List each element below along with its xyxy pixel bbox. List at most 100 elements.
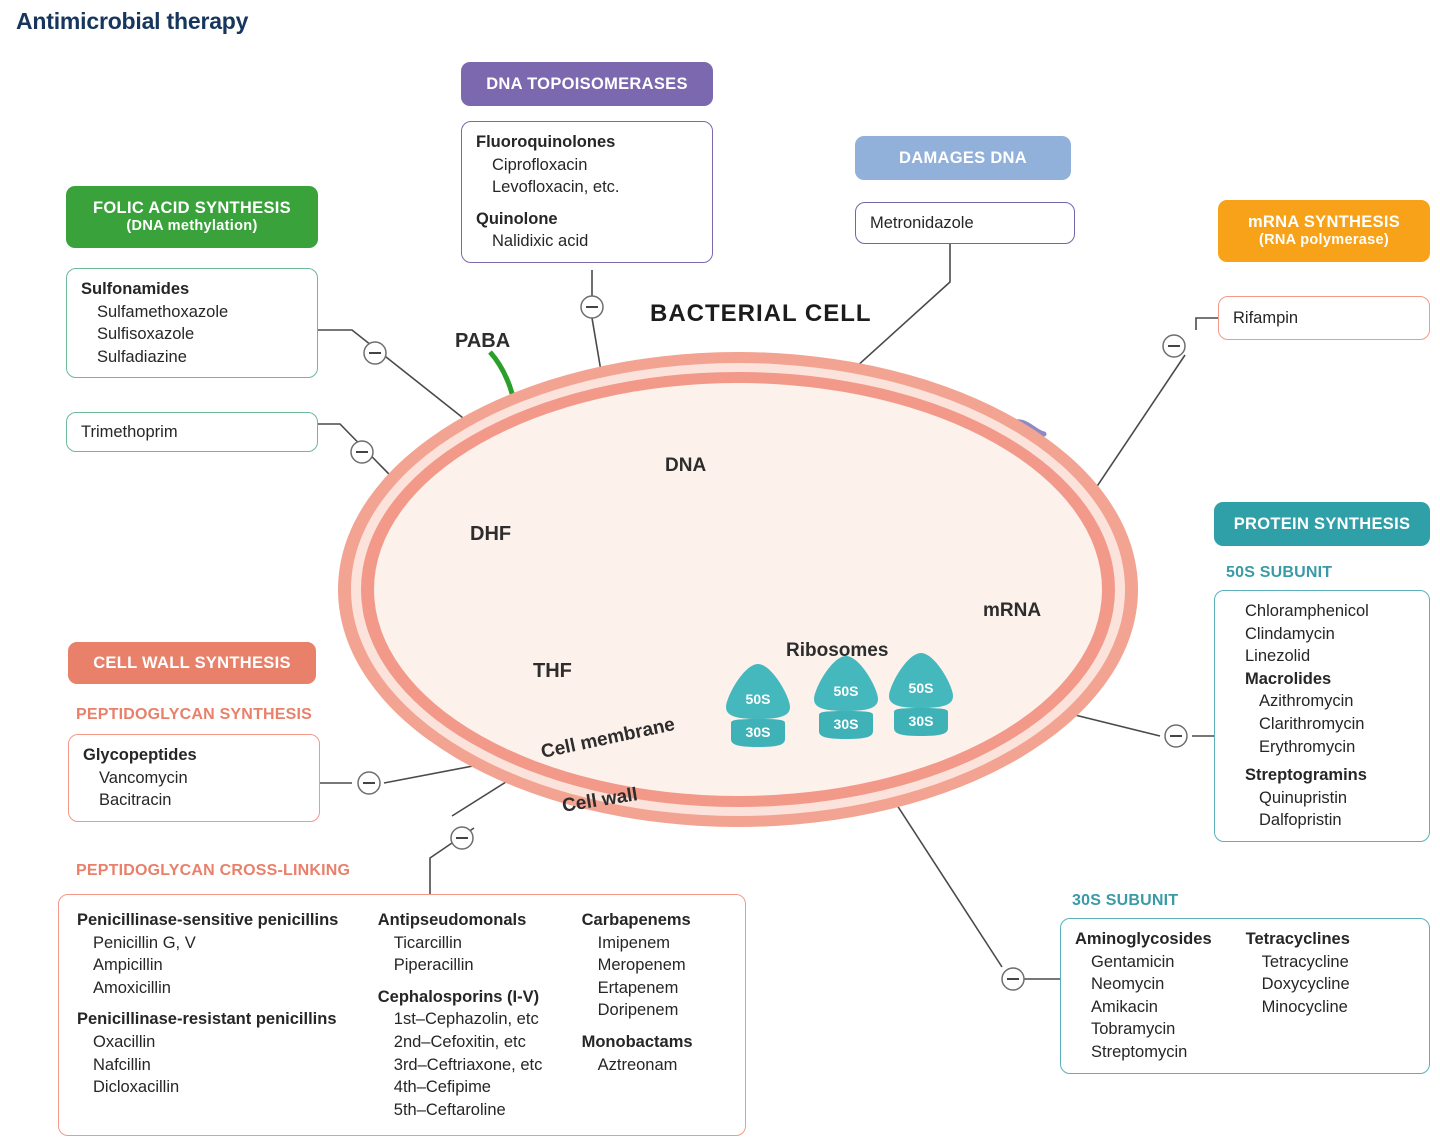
drug-item: Oxacillin <box>93 1032 156 1051</box>
penicillinase-resistant-group: Penicillinase-resistant penicillins <box>77 1010 337 1029</box>
ribosome-3: 50S 30S <box>885 650 957 738</box>
drug-item: Vancomycin <box>99 768 188 787</box>
carbapenems-group: Carbapenems <box>581 911 691 929</box>
metronidazole-box[interactable]: Metronidazole <box>855 202 1075 244</box>
penicillins-column-1: Penicillinase-sensitive penicillins Peni… <box>77 909 368 1121</box>
fluoroquinolones-group: Fluoroquinolones <box>476 133 616 151</box>
drug-item: Azithromycin <box>1259 692 1354 711</box>
drug-item: Linezolid <box>1245 647 1311 666</box>
monobactams-group: Monobactams <box>581 1032 693 1051</box>
glycopeptides-box[interactable]: Glycopeptides Vancomycin Bacitracin <box>68 734 320 822</box>
mrna-synthesis-header: mRNA SYNTHESIS (RNA polymerase) <box>1218 200 1430 262</box>
drug-item: Ampicillin <box>93 956 163 975</box>
drug-item: Gentamicin <box>1091 952 1175 971</box>
drug-item: Minocycline <box>1261 997 1348 1016</box>
folic-acid-header-line1: FOLIC ACID SYNTHESIS <box>93 199 291 218</box>
ribosome-small-subunit-label: 30S <box>745 724 771 740</box>
peptidoglycan-crosslinking-label: PEPTIDOGLYCAN CROSS-LINKING <box>76 862 351 879</box>
bacterial-cell <box>338 352 1138 827</box>
drug-item: Streptomycin <box>1091 1042 1188 1061</box>
drug-item: Penicillin G, V <box>93 933 196 952</box>
aminoglycosides-group: Aminoglycosides <box>1075 930 1212 948</box>
ribosome-2: 50S 30S <box>810 653 882 741</box>
drug-item: 1st–Cephazolin, etc <box>393 1010 539 1029</box>
drug-item: Tobramycin <box>1091 1020 1176 1039</box>
drug-item: Doripenem <box>597 1001 679 1020</box>
drug-item: Clarithromycin <box>1259 714 1365 733</box>
paba-label: PABA <box>455 330 511 352</box>
drug-item: Sulfisoxazole <box>97 325 195 344</box>
ribosome-large-subunit-label: 50S <box>745 691 771 707</box>
ribosome-large-subunit-label: 50S <box>908 680 934 696</box>
trimethoprim-box[interactable]: Trimethoprim <box>66 412 318 452</box>
drug-item: Metronidazole <box>870 213 974 232</box>
drug-item: Tetracycline <box>1261 952 1349 971</box>
dna-topoisomerases-header-label: DNA TOPOISOMERASES <box>486 74 688 93</box>
protein-synthesis-header-label: PROTEIN SYNTHESIS <box>1233 514 1411 533</box>
drug-item: Quinupristin <box>1259 788 1348 807</box>
sulfonamides-group: Sulfonamides <box>81 280 190 298</box>
folic-acid-header: FOLIC ACID SYNTHESIS (DNA methylation) <box>66 186 318 248</box>
quinolone-group: Quinolone <box>476 209 558 228</box>
dna-label: DNA <box>665 455 707 476</box>
drug-item: Rifampin <box>1233 308 1299 327</box>
penicillins-box[interactable]: Penicillinase-sensitive penicillins Peni… <box>58 894 746 1137</box>
sulfonamides-box[interactable]: Sulfonamides Sulfamethoxazole Sulfisoxaz… <box>66 268 318 379</box>
drug-item: Amikacin <box>1091 997 1158 1016</box>
penicillins-column-3: Carbapenems Imipenem Meropenem Ertapenem… <box>582 909 727 1121</box>
subunit-50s-label: 50S SUBUNIT <box>1226 564 1333 581</box>
penicillinase-sensitive-group: Penicillinase-sensitive penicillins <box>77 911 339 929</box>
rifampin-box[interactable]: Rifampin <box>1218 296 1430 340</box>
drug-item: Ciprofloxacin <box>492 155 588 174</box>
glycopeptides-group: Glycopeptides <box>83 746 197 764</box>
drug-item: Levofloxacin, etc. <box>492 178 620 197</box>
drug-item: Nafcillin <box>93 1055 151 1074</box>
drug-item: Amoxicillin <box>93 978 171 997</box>
drug-item: Doxycycline <box>1261 975 1350 994</box>
ribosome-small-subunit-label: 30S <box>908 713 934 729</box>
drug-item: 2nd–Cefoxitin, etc <box>393 1032 526 1051</box>
drug-item: Ticarcillin <box>393 933 462 952</box>
drug-item: Sulfadiazine <box>97 347 187 366</box>
topoisomerase-drugs-box[interactable]: Fluoroquinolones Ciprofloxacin Levofloxa… <box>461 121 713 263</box>
folic-acid-header-line2: (DNA methylation) <box>126 218 258 235</box>
drug-item: Clindamycin <box>1245 624 1335 643</box>
protein-synthesis-header: PROTEIN SYNTHESIS <box>1214 502 1430 546</box>
damages-dna-header: DAMAGES DNA <box>855 136 1071 180</box>
page-title: Antimicrobial therapy <box>16 8 249 34</box>
mrna-synthesis-header-line1: mRNA SYNTHESIS <box>1247 213 1401 232</box>
drug-item: Bacitracin <box>99 791 172 810</box>
mrna-label: mRNA <box>983 600 1042 621</box>
cephalosporins-group: Cephalosporins (I-V) <box>377 987 540 1006</box>
macrolides-group: Macrolides <box>1245 669 1332 688</box>
drug-item: Dalfopristin <box>1259 811 1342 830</box>
drug-item: Sulfamethoxazole <box>97 302 229 321</box>
aminoglycosides-column: Aminoglycosides Gentamicin Neomycin Amik… <box>1075 928 1212 1064</box>
drug-item: 5th–Ceftaroline <box>393 1100 506 1119</box>
cell-wall-synthesis-header: CELL WALL SYNTHESIS <box>68 642 316 684</box>
peptidoglycan-synthesis-label: PEPTIDOGLYCAN SYNTHESIS <box>76 706 313 723</box>
tetracyclines-group: Tetracyclines <box>1245 930 1350 948</box>
dhf-label: DHF <box>470 523 512 545</box>
subunit-30s-box[interactable]: Aminoglycosides Gentamicin Neomycin Amik… <box>1060 918 1430 1074</box>
drug-item: Trimethoprim <box>81 422 178 441</box>
drug-item: Dicloxacillin <box>93 1078 180 1097</box>
penicillins-column-2: Antipseudomonals Ticarcillin Piperacilli… <box>378 909 572 1121</box>
damages-dna-header-label: DAMAGES DNA <box>899 148 1027 167</box>
dna-topoisomerases-header: DNA TOPOISOMERASES <box>461 62 713 106</box>
subunit-50s-box[interactable]: Chloramphenicol Clindamycin Linezolid Ma… <box>1214 590 1430 842</box>
antipseudomonals-group: Antipseudomonals <box>377 911 527 929</box>
drug-item: 4th–Cefipime <box>393 1078 491 1097</box>
drug-item: Neomycin <box>1091 975 1165 994</box>
bacterial-cell-label: BACTERIAL CELL <box>650 300 872 327</box>
drug-item: Erythromycin <box>1259 737 1356 756</box>
drug-item: Ertapenem <box>597 978 679 997</box>
drug-item: Piperacillin <box>393 956 474 975</box>
drug-item: Nalidixic acid <box>492 232 589 251</box>
streptogramins-group: Streptogramins <box>1245 766 1367 785</box>
drug-item: Meropenem <box>597 956 686 975</box>
thf-label: THF <box>533 660 572 682</box>
mrna-synthesis-header-line2: (RNA polymerase) <box>1258 232 1390 249</box>
ribosome-large-subunit-label: 50S <box>833 683 859 699</box>
drug-item: 3rd–Ceftriaxone, etc <box>393 1055 543 1074</box>
